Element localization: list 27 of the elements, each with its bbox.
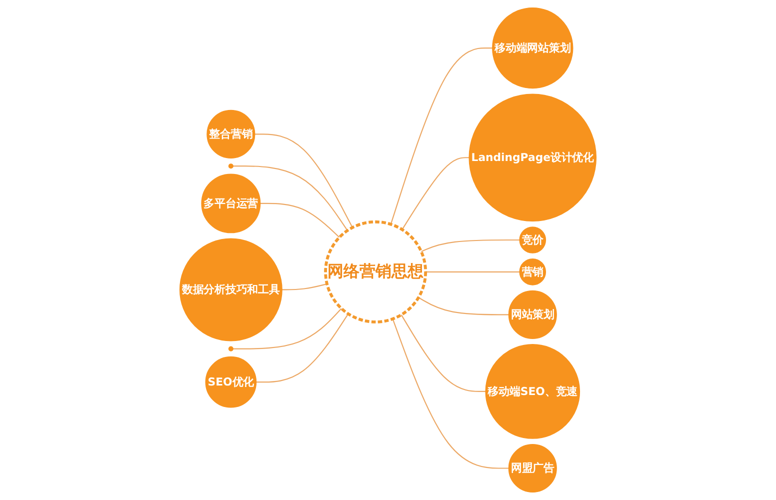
node-circle: 竞价 xyxy=(519,226,546,254)
connector xyxy=(418,297,509,316)
connector xyxy=(402,157,470,230)
node-circle xyxy=(228,346,234,352)
connector xyxy=(421,239,520,252)
connector xyxy=(254,134,353,228)
connector xyxy=(426,271,520,272)
node-circle: 数据分析技巧和工具 xyxy=(179,238,282,342)
node-circle: 网站策划 xyxy=(508,290,557,339)
connector xyxy=(260,202,340,238)
connector xyxy=(392,318,509,469)
node-circle: 移动端网站策划 xyxy=(492,7,574,89)
connector xyxy=(282,283,328,290)
node-circle: 网络营销思想 xyxy=(324,220,428,324)
node-circle: 整合营销 xyxy=(206,110,256,158)
connector xyxy=(400,314,486,392)
node-circle: SEO优化 xyxy=(205,356,257,408)
node-circle xyxy=(228,164,234,169)
node-circle: 网盟广告 xyxy=(508,444,557,493)
connector xyxy=(233,308,342,350)
connector xyxy=(233,166,348,231)
node-circle: 营销 xyxy=(519,258,546,286)
node-circle: 移动端SEO、竞速 xyxy=(485,344,580,439)
connector xyxy=(256,314,349,383)
connector xyxy=(390,48,492,224)
node-circle: LandingPage设计优化 xyxy=(468,94,597,222)
node-circle: 多平台运营 xyxy=(201,174,261,234)
